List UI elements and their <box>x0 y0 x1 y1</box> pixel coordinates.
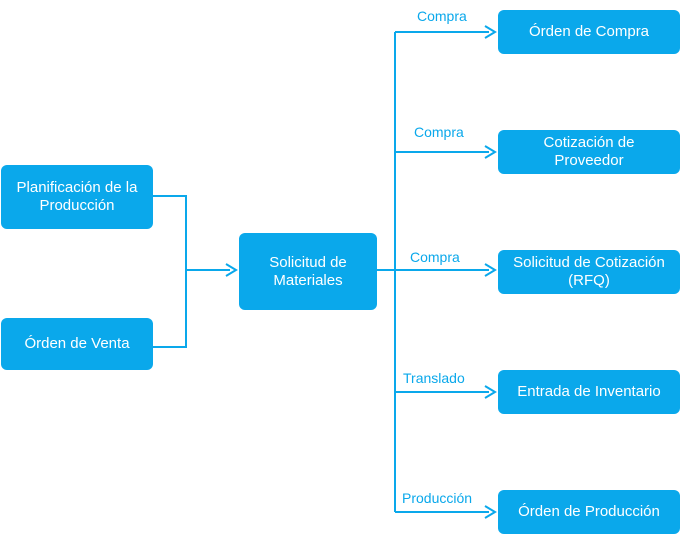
node-orden-venta[interactable]: Órden de Venta <box>1 318 153 370</box>
node-orden-compra[interactable]: Órden de Compra <box>498 10 680 54</box>
edge-label-compra-rfq: Compra <box>410 249 460 265</box>
arrowhead-inventario <box>484 385 497 399</box>
arrowhead-rfq <box>484 263 497 277</box>
arrowhead-solicitud <box>225 263 238 277</box>
arrowhead-cotizacion <box>484 145 497 159</box>
node-cotizacion-proveedor[interactable]: Cotización de Proveedor <box>498 130 680 174</box>
node-entrada-inventario[interactable]: Entrada de Inventario <box>498 370 680 414</box>
arrowhead-orden-compra <box>484 25 497 39</box>
edge-label-compra-orden: Compra <box>417 8 467 24</box>
connector-planificacion <box>153 195 187 270</box>
connector-orden-venta <box>153 270 187 348</box>
node-solicitud-materiales[interactable]: Solicitud de Materiales <box>239 233 377 310</box>
edge-label-compra-cotizacion: Compra <box>414 124 464 140</box>
edge-label-translado: Translado <box>403 370 465 386</box>
node-orden-produccion[interactable]: Órden de Producción <box>498 490 680 534</box>
node-planificacion-produccion[interactable]: Planificación de la Producción <box>1 165 153 229</box>
arrowhead-produccion <box>484 505 497 519</box>
node-solicitud-cotizacion[interactable]: Solicitud de Cotización (RFQ) <box>498 250 680 294</box>
edge-label-produccion: Producción <box>402 490 473 506</box>
